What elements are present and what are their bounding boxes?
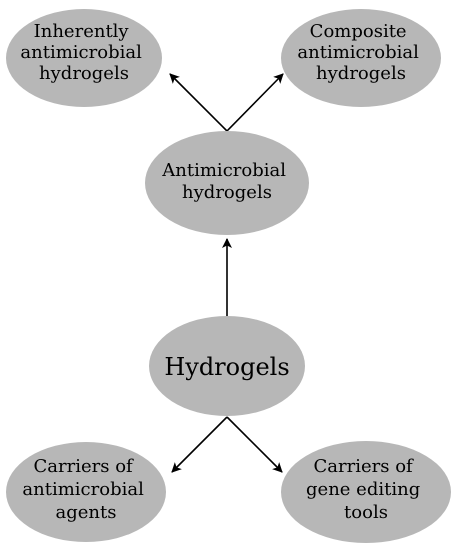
edge-antimicrobial-to-composite	[226, 73, 284, 132]
node-carriers-of-antimicrobial-agents: Carriers of antimicrobial agents	[6, 442, 166, 542]
node-label-line: Composite	[310, 21, 407, 42]
node-inherently-antimicrobial-hydrogels: Inherently antimicrobial hydrogels	[6, 9, 162, 107]
node-antimicrobial-hydrogels: Antimicrobial hydrogels	[145, 131, 309, 235]
node-label-line: agents	[56, 502, 117, 523]
node-ellipse	[6, 442, 166, 542]
node-label-line: antimicrobial	[20, 42, 142, 63]
node-label-line: hydrogels	[316, 63, 406, 84]
node-label-line: antimicrobial	[297, 42, 419, 63]
node-label: Carriers of gene editing tools	[306, 456, 426, 523]
node-label: Hydrogels	[164, 353, 289, 381]
node-label: Composite antimicrobial hydrogels	[297, 21, 424, 84]
node-ellipse	[149, 316, 305, 416]
node-carriers-of-gene-editing-tools: Carriers of gene editing tools	[281, 441, 451, 543]
edge-antimicrobial-to-inherently	[169, 73, 228, 132]
node-label-line: Antimicrobial	[161, 160, 286, 181]
node-label-line: gene editing	[306, 479, 420, 500]
node-label-line: hydrogels	[39, 63, 129, 84]
node-label-line: antimicrobial	[22, 479, 144, 500]
node-label-line: Hydrogels	[164, 353, 289, 381]
node-label: Carriers of antimicrobial agents	[22, 456, 149, 523]
node-ellipse	[6, 9, 162, 107]
node-hydrogels: Hydrogels	[149, 316, 305, 416]
node-ellipse	[145, 131, 309, 235]
node-composite-antimicrobial-hydrogels: Composite antimicrobial hydrogels	[281, 9, 441, 107]
node-label-line: Carriers of	[34, 456, 135, 477]
node-label: Inherently antimicrobial hydrogels	[20, 21, 147, 84]
node-label-line: tools	[344, 502, 388, 523]
node-label-line: Inherently	[34, 21, 130, 42]
node-label-line: hydrogels	[182, 182, 272, 203]
node-ellipse	[281, 9, 441, 107]
node-ellipse	[281, 441, 451, 543]
edge-hydrogels-to-carriers-gene	[226, 416, 283, 473]
edge-hydrogels-to-carriers-agents	[171, 416, 228, 473]
node-label: Antimicrobial hydrogels	[161, 160, 291, 203]
node-label-line: Carriers of	[314, 456, 415, 477]
